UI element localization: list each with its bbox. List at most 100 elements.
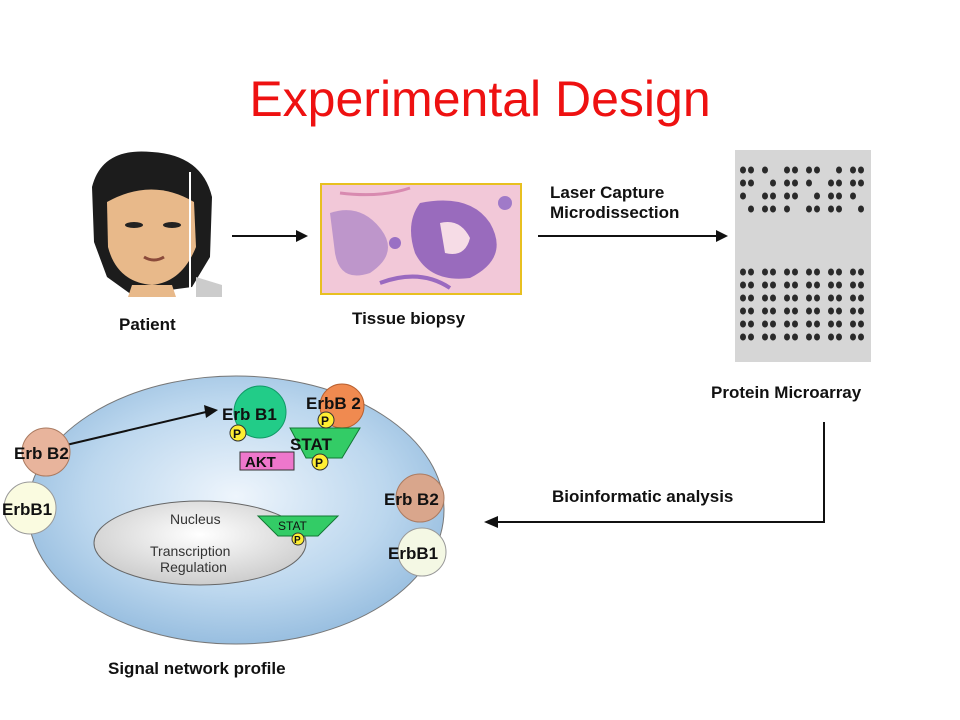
- microarray-spot: [770, 294, 776, 302]
- erbb2-right-receptor: [395, 473, 445, 523]
- phospho-erbb2: [317, 411, 335, 429]
- nucleus-label: Nucleus: [170, 511, 221, 527]
- microarray-spot: [850, 268, 856, 276]
- microarray-spot: [770, 320, 776, 328]
- signal-profile-label: Signal network profile: [108, 659, 286, 678]
- microarray-spot: [770, 281, 776, 289]
- microarray-spot: [748, 333, 754, 341]
- microarray-spot: [740, 179, 746, 187]
- microarray-spot: [792, 268, 798, 276]
- microarray-spot: [806, 320, 812, 328]
- microarray-spot: [740, 268, 746, 276]
- microarray-spot: [740, 294, 746, 302]
- microarray-spot: [740, 320, 746, 328]
- stat-main-label: STAT: [290, 435, 332, 454]
- microarray-spot: [806, 166, 812, 174]
- microarray-spot: [740, 281, 746, 289]
- microarray-spot: [806, 268, 812, 276]
- microarray-spot: [806, 333, 812, 341]
- microarray-spot: [770, 192, 776, 200]
- microarray-spot: [784, 205, 790, 213]
- microarray-spot: [850, 333, 856, 341]
- erbb1-right-receptor: [397, 527, 447, 577]
- microarray-spot: [850, 294, 856, 302]
- akt-box: [239, 451, 295, 471]
- microarray-spot: [792, 333, 798, 341]
- microarray-spot: [748, 307, 754, 315]
- microarray-spot: [748, 281, 754, 289]
- phospho-stat: [311, 453, 329, 471]
- microarray-spot: [748, 320, 754, 328]
- microarray-spot: [748, 205, 754, 213]
- microarray-spot: [814, 268, 820, 276]
- erbb2-left-receptor: [21, 427, 71, 477]
- microarray-spot: [762, 166, 768, 174]
- microarray-spot: [828, 333, 834, 341]
- microarray-spot: [792, 166, 798, 174]
- phospho-erbb1: [229, 424, 247, 442]
- microarray-spot: [784, 166, 790, 174]
- microarray-spot: [858, 320, 864, 328]
- microarray-spot: [792, 307, 798, 315]
- microarray-spot: [748, 294, 754, 302]
- microarray-spot: [850, 179, 856, 187]
- microarray-spot: [762, 294, 768, 302]
- microarray-spot: [858, 294, 864, 302]
- arrow-to-microarray: [538, 230, 728, 242]
- microarray-spot: [850, 281, 856, 289]
- microarray-spot: [850, 166, 856, 174]
- erbb1-left-label: ErbB1: [2, 500, 52, 519]
- microarray-spot: [828, 179, 834, 187]
- lcm-label-line2: Microdissection: [550, 203, 680, 222]
- nucleus-shape: [93, 500, 307, 586]
- microarray-spot: [828, 268, 834, 276]
- erbb2-right-label: Erb B2: [384, 490, 439, 509]
- microarray-spot: [806, 281, 812, 289]
- slide-title: Experimental Design: [249, 71, 711, 127]
- microarray-spot: [770, 307, 776, 315]
- microarray-spot: [828, 307, 834, 315]
- microarray-spot: [836, 192, 842, 200]
- tissue-biopsy-image: [320, 183, 522, 295]
- microarray-spot: [740, 166, 746, 174]
- erbb1-left-receptor: [3, 481, 57, 535]
- microarray-spot: [836, 281, 842, 289]
- phospho-label-3: P: [315, 456, 323, 470]
- stat-nucleus-label: STAT: [278, 519, 308, 533]
- microarray-spot: [806, 294, 812, 302]
- microarray-spot: [814, 294, 820, 302]
- microarray-spot: [748, 166, 754, 174]
- microarray-spot: [828, 294, 834, 302]
- stat-nucleus-shape: [256, 515, 340, 537]
- microarray-spot: [784, 192, 790, 200]
- microarray-spot: [792, 281, 798, 289]
- microarray-spot: [770, 333, 776, 341]
- microarray-spot: [740, 192, 746, 200]
- microarray-spot: [784, 307, 790, 315]
- microarray-spot: [762, 268, 768, 276]
- phospho-label-4: P: [294, 535, 301, 546]
- microarray-spot: [828, 192, 834, 200]
- phospho-nucleus-stat: [291, 532, 305, 546]
- microarray-spot: [762, 307, 768, 315]
- microarray-spot: [836, 320, 842, 328]
- microarray-spot: [814, 166, 820, 174]
- microarray-spot: [784, 320, 790, 328]
- patient-face-illustration: [92, 151, 222, 297]
- microarray-spot: [792, 320, 798, 328]
- arrow-bioinformatic: [484, 422, 825, 528]
- erbb1-right-label: ErbB1: [388, 544, 438, 563]
- cell-diagram: Erb B2 ErbB1 Erb B2 ErbB1 Erb B1 ErbB 2 …: [2, 375, 447, 645]
- microarray-spot: [828, 320, 834, 328]
- microarray-spot: [762, 192, 768, 200]
- microarray-spot: [814, 307, 820, 315]
- microarray-spot: [836, 268, 842, 276]
- microarray-spot: [784, 294, 790, 302]
- microarray-spot: [858, 268, 864, 276]
- microarray-spot: [858, 179, 864, 187]
- microarray-spot: [770, 179, 776, 187]
- microarray-label: Protein Microarray: [711, 383, 862, 402]
- microarray-spot: [814, 333, 820, 341]
- lcm-label-line1: Laser Capture: [550, 183, 665, 202]
- protein-microarray-image: [735, 150, 871, 362]
